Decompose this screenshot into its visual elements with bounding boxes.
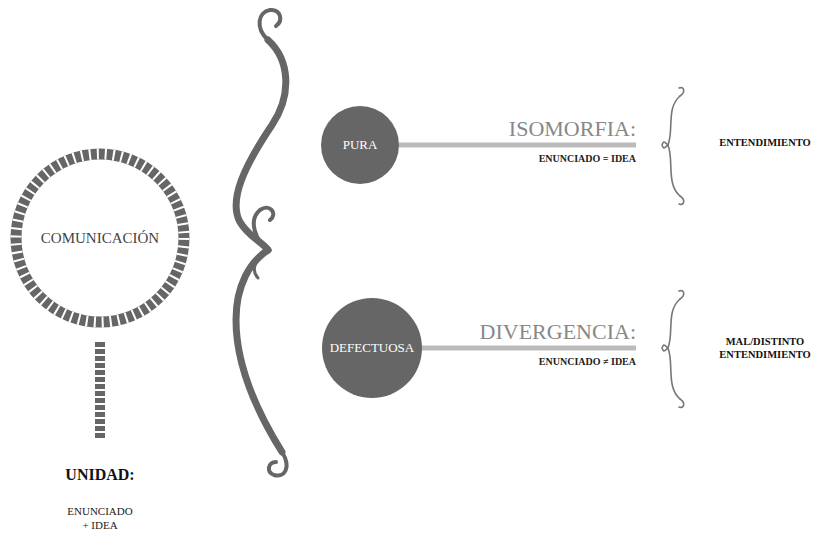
rule-line bbox=[421, 346, 636, 351]
rope-circle: COMUNICACIÓN bbox=[10, 148, 190, 328]
node-label: PURA bbox=[343, 137, 378, 153]
result-label: ENTENDIMIENTO bbox=[719, 137, 810, 149]
rope-stem-twist bbox=[95, 340, 105, 440]
rope-ring bbox=[16, 154, 184, 322]
category-circle: DEFECTUOSA bbox=[322, 298, 422, 398]
concept-title: ISOMORFIA: bbox=[509, 117, 636, 141]
node-label: DEFECTUOSA bbox=[330, 340, 415, 356]
small-bracket bbox=[662, 291, 684, 408]
rule-line bbox=[399, 143, 636, 148]
small-bracket bbox=[662, 88, 684, 205]
big-bracket bbox=[236, 10, 287, 476]
filled-circle bbox=[322, 298, 422, 398]
rope-stem bbox=[95, 340, 105, 440]
rope-twist bbox=[16, 154, 184, 322]
heading-label: UNIDAD: bbox=[65, 466, 134, 484]
formula-label: ENUNCIADO = IDEA bbox=[539, 153, 636, 164]
filled-circle bbox=[321, 106, 399, 184]
category-circle: PURA bbox=[321, 106, 399, 184]
formula-label: ENUNCIADO ≠ IDEA bbox=[539, 356, 636, 367]
concept-title: DIVERGENCIA: bbox=[480, 320, 636, 344]
node-label: COMUNICACIÓN bbox=[41, 230, 159, 247]
result-label: MAL/DISTINTO ENTENDIMIENTO bbox=[719, 335, 810, 361]
definition-stack: ENUNCIADO + IDEA bbox=[67, 504, 132, 533]
